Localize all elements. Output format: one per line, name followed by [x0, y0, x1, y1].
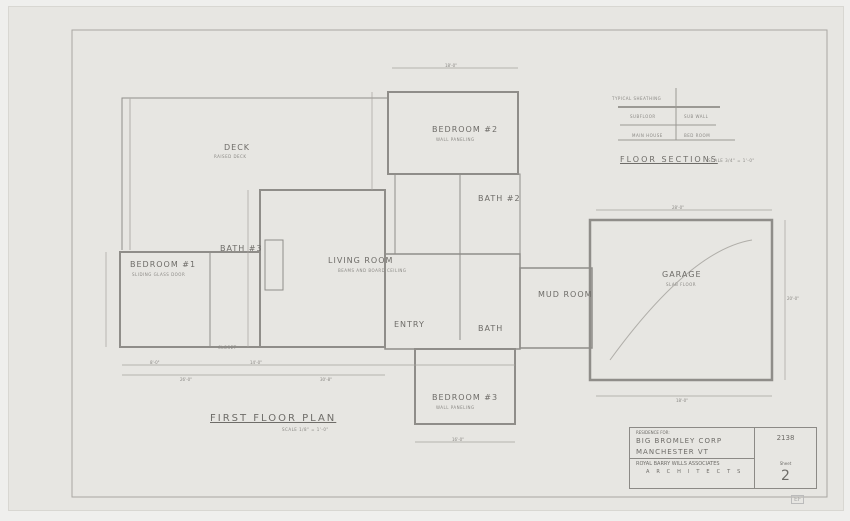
- bedroom3-walls: [414, 348, 516, 425]
- drawing-sheet: [8, 6, 844, 511]
- section-label: Typical Sheathing: [612, 96, 662, 101]
- title-block: Residence for: Big Bromley Corp Manchest…: [629, 427, 817, 489]
- border-frame: [71, 29, 828, 498]
- dimension: 18'-0": [445, 63, 458, 68]
- bedroom3-note: Wall paneling: [436, 405, 475, 410]
- dimension: 28'-0": [672, 205, 685, 210]
- garage-walls: [588, 218, 774, 382]
- room-label-mud-room: Mud Room: [538, 290, 593, 299]
- room-label-bath: Bath: [478, 324, 504, 333]
- section-label: Main House: [632, 133, 663, 138]
- residence-for-label: Residence for:: [636, 430, 670, 435]
- dimension: 30'-8": [320, 377, 333, 382]
- floor-section-sketch: [618, 88, 735, 141]
- sheet-number: 2: [781, 468, 790, 484]
- room-label-bedroom2: Bedroom #2: [432, 125, 499, 134]
- plan-title: First Floor Plan: [210, 413, 337, 424]
- room-label-bedroom1: Bedroom #1: [130, 260, 197, 269]
- section-label: Sub Wall: [684, 114, 709, 119]
- architects-label: Architects: [646, 469, 748, 475]
- plan-scale: Scale 1/8" = 1'-0": [282, 427, 329, 432]
- room-label-deck: Deck: [224, 143, 251, 152]
- deck-outline: [121, 97, 389, 250]
- garage-note: Slab floor: [666, 282, 697, 287]
- sheet-label: Sheet: [779, 461, 792, 466]
- dimension: 26'-0": [180, 377, 193, 382]
- dimension: 8'-0": [150, 360, 160, 365]
- dimension: 14'-0": [250, 360, 263, 365]
- room-label-bath2: Bath #2: [478, 194, 521, 203]
- client-name: Big Bromley Corp: [636, 437, 723, 445]
- sections-scale: Scale 3/4" = 1'-0": [708, 158, 755, 163]
- section-label: Subfloor: [630, 114, 656, 119]
- room-label-garage: Garage: [662, 270, 702, 279]
- living-room-note: Beams and board ceiling: [338, 268, 407, 273]
- room-label-entry: Entry: [394, 320, 425, 329]
- deck-note: Raised Deck: [214, 154, 247, 159]
- job-number: 2138: [776, 434, 795, 442]
- sections-title: Floor Sections: [620, 155, 718, 164]
- dimension: 20'-0": [787, 296, 800, 301]
- section-label: Bed Room: [684, 133, 711, 138]
- architect-name: Royal Barry Wills Associates: [636, 461, 720, 467]
- project-location: Manchester Vt: [636, 448, 709, 456]
- dimension: 16'-0": [452, 437, 465, 442]
- bedroom2-note: Wall paneling: [436, 137, 475, 142]
- room-label-living-room: Living Room: [328, 256, 394, 265]
- room-label-bedroom3: Bedroom #3: [432, 393, 499, 402]
- mudroom-walls: [519, 267, 593, 349]
- dimension: 18'-0": [676, 398, 689, 403]
- archive-stamp: EF: [791, 495, 805, 504]
- room-label-bath3: Bath #3: [220, 244, 263, 253]
- room-label-closet: Closet: [218, 345, 237, 350]
- bedroom1-note: Sliding glass door: [132, 272, 186, 277]
